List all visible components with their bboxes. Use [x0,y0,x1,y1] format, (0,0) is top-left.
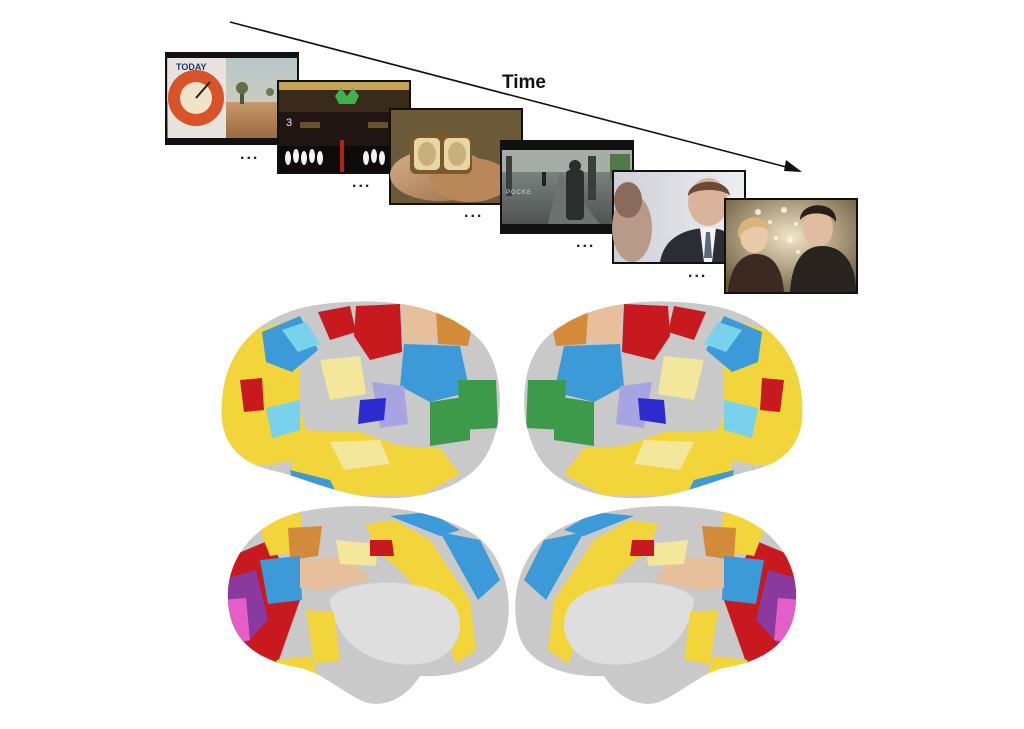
brain-medial-right [515,506,797,704]
frame-road-sign-text: TODAY [176,62,207,72]
brain-lateral-right [524,301,803,499]
frame-bowling [277,80,411,174]
ellipsis-1: ... [240,146,260,163]
ellipsis-5: ... [688,264,708,281]
frame-street [500,140,634,234]
brain-lateral-left [221,301,500,499]
frame-bowling-text: 3 [286,117,292,129]
ellipsis-3: ... [464,204,484,221]
frame-couple [724,198,858,294]
frame-road-sign [165,52,299,145]
ellipsis-4: ... [576,234,596,251]
ellipsis-2: ... [352,174,372,191]
frame-street-text: POCKE [506,190,532,196]
frame-man-portrait [612,170,746,264]
brain-medial-left [227,506,509,704]
time-arrow [229,21,802,172]
time-label: Time [502,72,547,93]
